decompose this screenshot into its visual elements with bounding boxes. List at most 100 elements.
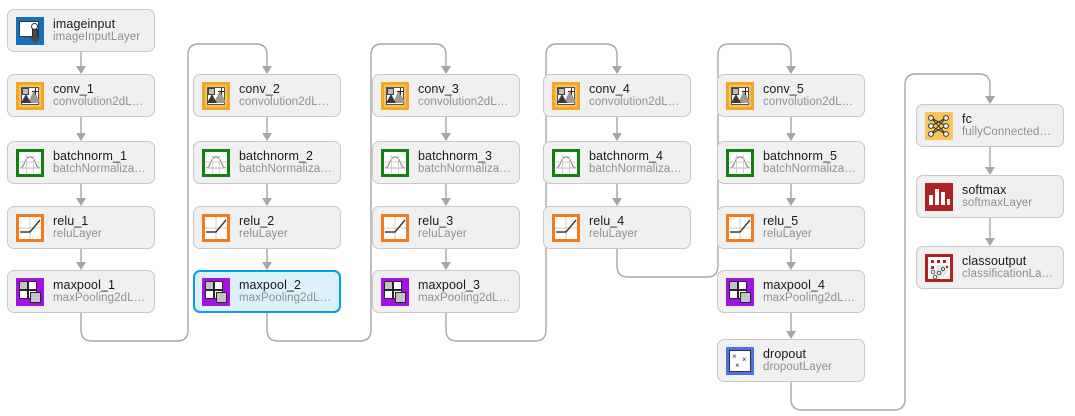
max-pool-icon — [16, 277, 44, 306]
layer-node-title: batchnorm_1 — [53, 149, 128, 163]
layer-node-title: imageinput — [53, 17, 116, 31]
batch-norm-icon — [726, 148, 754, 177]
relu-icon — [726, 213, 754, 242]
layer-node-type: convolution2dL… — [589, 96, 680, 109]
connection-arrowhead — [612, 133, 622, 141]
layer-node-type: convolution2dL… — [239, 96, 330, 109]
softmax-icon — [925, 182, 953, 211]
layer-node-type: maxPooling2dL… — [53, 292, 146, 305]
batch-norm-icon — [202, 148, 230, 177]
layer-node-title: relu_5 — [763, 214, 799, 228]
layer-node-type: batchNormaliza… — [763, 163, 856, 176]
layer-node-title: relu_1 — [53, 214, 89, 228]
connection-arrowhead — [612, 66, 622, 74]
connection-arrowhead — [262, 262, 272, 270]
layer-node-title: maxpool_2 — [239, 278, 302, 292]
max-pool-icon — [726, 277, 754, 306]
layer-node-title: conv_3 — [418, 82, 459, 96]
image-input-icon — [16, 16, 44, 45]
layer-node-title: conv_2 — [239, 82, 280, 96]
layer-node-type: convolution2dL… — [418, 96, 509, 109]
layer-node-type: batchNormaliza… — [589, 163, 682, 176]
convolution-icon — [381, 81, 409, 110]
max-pool-icon — [381, 277, 409, 306]
convolution-icon — [726, 81, 754, 110]
layer-node-type: softmaxLayer — [962, 197, 1033, 210]
relu-icon — [381, 213, 409, 242]
batch-norm-icon — [16, 148, 44, 177]
connection-arrowhead — [76, 66, 86, 74]
connection-arrowhead — [76, 262, 86, 270]
layer-node-title: conv_1 — [53, 82, 94, 96]
relu-icon — [202, 213, 230, 242]
relu-icon — [552, 213, 580, 242]
layer-node-title: relu_3 — [418, 214, 454, 228]
layer-node-type: batchNormaliza… — [239, 163, 332, 176]
layer-node-title: maxpool_1 — [53, 278, 116, 292]
layer-node-title: relu_4 — [589, 214, 625, 228]
layer-node-title: fc — [962, 112, 972, 126]
connection-line — [790, 73, 991, 411]
batch-norm-icon — [552, 148, 580, 177]
connection-line — [80, 43, 268, 342]
layer-node-title: dropout — [763, 347, 807, 361]
convolution-icon — [552, 81, 580, 110]
layer-node-title: softmax — [962, 183, 1007, 197]
layer-node-type: maxPooling2dL… — [763, 292, 856, 305]
layer-node-type: reluLayer — [239, 228, 288, 241]
layer-node-type: convolution2dL… — [53, 96, 144, 109]
layer-node-title: batchnorm_2 — [239, 149, 314, 163]
connection-arrowhead — [262, 66, 272, 74]
layer-node-type: fullyConnected… — [962, 126, 1052, 139]
layer-node-type: convolution2dL… — [763, 96, 854, 109]
connection-arrowhead — [262, 133, 272, 141]
connection-arrowhead — [786, 262, 796, 270]
layer-node-title: maxpool_3 — [418, 278, 481, 292]
layer-node-title: conv_4 — [589, 82, 630, 96]
relu-icon — [16, 213, 44, 242]
convolution-icon — [16, 81, 44, 110]
connection-arrowhead — [441, 262, 451, 270]
